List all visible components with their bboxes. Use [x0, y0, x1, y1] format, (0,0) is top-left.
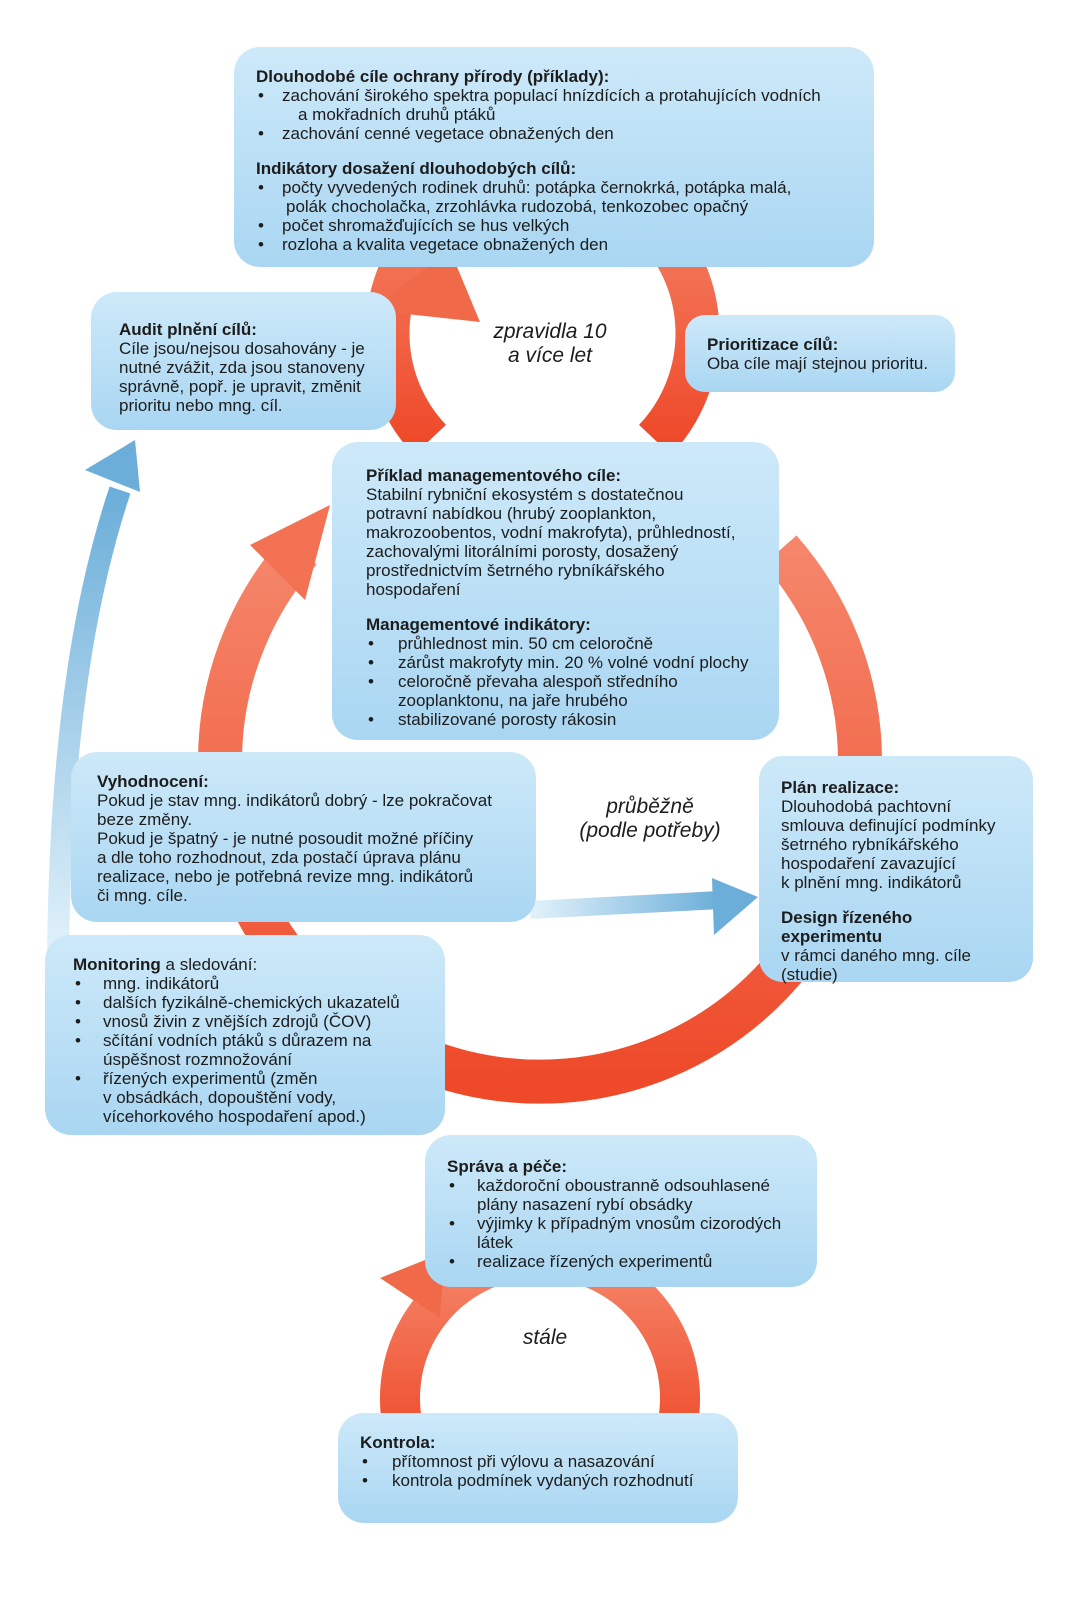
management-line: Stabilní rybniční ekosystém s dostatečno… — [366, 485, 684, 504]
list-item-text: v obsádkách, dopouštění vody, — [103, 1088, 337, 1107]
monitoring-heading: Monitoring a sledování: — [73, 955, 423, 974]
feedback-arrow-head — [85, 440, 140, 492]
middle-cycle-arrowhead — [250, 505, 330, 600]
long-term-goals-box: Dlouhodobé cíle ochrany přírody (příklad… — [234, 47, 874, 267]
evaluation-line: či mng. cíle. — [97, 886, 188, 905]
audit-line: prioritu nebo mng. cíl. — [119, 396, 283, 415]
long-term-goals-heading: Dlouhodobé cíle ochrany přírody (příklad… — [256, 67, 610, 86]
management-line: makrozoobentos, vodní makrofyta), průhle… — [366, 523, 736, 542]
list-item: zárůst makrofyty min. 20 % volné vodní p… — [366, 653, 757, 672]
list-item: přítomnost při výlovu a nasazování — [360, 1452, 716, 1471]
priority-box: Prioritizace cílů: Oba cíle mají stejnou… — [685, 315, 955, 392]
list-item-text: polák chocholačka, zrzohlávka rudozobá, … — [286, 197, 749, 216]
middle-cycle-label: průběžně (podle potřeby) — [555, 795, 745, 843]
list-item: dalších fyzikálně-chemických ukazatelů — [73, 993, 423, 1012]
list-item-text: látek — [477, 1233, 513, 1252]
list-item-text: výjimky k případným vnosům cizorodých — [477, 1214, 782, 1233]
priority-heading: Prioritizace cílů: — [707, 335, 839, 354]
list-item-text: sčítání vodních ptáků s důrazem na — [103, 1031, 372, 1050]
monitoring-box: Monitoring a sledování: mng. indikátorů … — [45, 935, 445, 1135]
evaluation-arrow-shaft — [529, 891, 721, 919]
monitoring-heading-bold: Monitoring — [73, 955, 161, 974]
plan-line: k plnění mng. indikátorů — [781, 873, 962, 892]
list-item-text: a mokřadních druhů ptáků — [298, 105, 496, 124]
management-indicators-heading: Managementové indikátory: — [366, 615, 591, 634]
management-line: prostřednictvím šetrného rybníkářského — [366, 561, 665, 580]
list-item-text: úspěšnost rozmnožování — [103, 1050, 292, 1069]
top-cycle-label: zpravidla 10 a více let — [455, 320, 645, 368]
list-item: kontrola podmínek vydaných rozhodnutí — [360, 1471, 716, 1490]
audit-box: Audit plnění cílů: Cíle jsou/nejsou dosa… — [91, 292, 396, 430]
monitoring-heading-rest: a sledování: — [160, 955, 258, 974]
top-cycle-label-line: zpravidla 10 — [493, 320, 607, 343]
list-item-text: řízených experimentů (změn — [103, 1069, 318, 1088]
evaluation-line: Pokud je stav mng. indikátorů dobrý - lz… — [97, 791, 492, 810]
control-heading: Kontrola: — [360, 1433, 436, 1452]
plan-heading: Plán realizace: — [781, 778, 900, 797]
list-item: zachování cenné vegetace obnažených den — [256, 124, 852, 143]
top-cycle-label-line: a více let — [507, 344, 593, 367]
management-line: hospodaření — [366, 580, 461, 599]
list-item-text: zachování širokého spektra populací hníz… — [282, 86, 821, 105]
bottom-cycle-label: stále — [522, 1326, 568, 1349]
plan-line: hospodaření zavazující — [781, 854, 956, 873]
management-goal-heading: Příklad managementového cíle: — [366, 466, 622, 485]
plan-line: v rámci daného mng. cíle — [781, 946, 971, 965]
list-item: mng. indikátorů — [73, 974, 423, 993]
indicators-heading: Indikátory dosažení dlouhodobých cílů: — [256, 159, 577, 178]
list-item: vnosů živin z vnějších zdrojů (ČOV) — [73, 1012, 423, 1031]
evaluation-box: Vyhodnocení: Pokud je stav mng. indikáto… — [71, 752, 536, 922]
management-goal-box: Příklad managementového cíle: Stabilní r… — [332, 442, 779, 740]
middle-cycle-label-line: průběžně — [606, 795, 694, 818]
feedback-arrow-shaft — [47, 486, 131, 961]
list-item: celoročně převaha alespoň středníhozoopl… — [366, 672, 757, 710]
list-item: výjimky k případným vnosům cizorodýchlát… — [447, 1214, 795, 1252]
evaluation-line: beze změny. — [97, 810, 193, 829]
list-item-text: vícehorkového hospodaření apod.) — [103, 1107, 366, 1126]
audit-heading: Audit plnění cílů: — [119, 320, 257, 339]
list-item-text: počty vyvedených rodinek druhů: potápka … — [282, 178, 792, 197]
management-line: potravní nabídkou (hrubý zooplankton, — [366, 504, 657, 523]
list-item: realizace řízených experimentů — [447, 1252, 795, 1271]
top-cycle-arrowhead — [370, 250, 480, 322]
list-item: počty vyvedených rodinek druhů: potápka … — [256, 178, 852, 216]
evaluation-line: Pokud je špatný - je nutné posoudit možn… — [97, 829, 474, 848]
list-item-text: každoroční oboustranně odsouhlasené — [477, 1176, 770, 1195]
evaluation-arrow-head — [712, 878, 758, 935]
list-item: stabilizované porosty rákosin — [366, 710, 757, 729]
priority-text: Oba cíle mají stejnou prioritu. — [707, 354, 929, 373]
list-item: počet shromažďujících se hus velkých — [256, 216, 852, 235]
list-item-text: zooplanktonu, na jaře hrubého — [398, 691, 628, 710]
list-item: každoroční oboustranně odsouhlasenéplány… — [447, 1176, 795, 1214]
care-box: Správa a péče: každoroční oboustranně od… — [425, 1135, 817, 1287]
audit-line: Cíle jsou/nejsou dosahovány - je — [119, 339, 365, 358]
list-item-text: plány nasazení rybí obsádky — [477, 1195, 693, 1214]
evaluation-line: realizace, nebo je potřebná revize mng. … — [97, 867, 474, 886]
plan-line: šetrného rybníkářského — [781, 835, 959, 854]
plan-line: smlouva definující podmínky — [781, 816, 996, 835]
list-item-text: celoročně převaha alespoň středního — [398, 672, 678, 691]
list-item: sčítání vodních ptáků s důrazem naúspěšn… — [73, 1031, 423, 1069]
experiment-design-heading: Design řízeného experimentu — [781, 908, 913, 946]
care-heading: Správa a péče: — [447, 1157, 568, 1176]
evaluation-line: a dle toho rozhodnout, zda postačí úprav… — [97, 848, 461, 867]
plan-box: Plán realizace: Dlouhodobá pachtovní sml… — [759, 756, 1033, 984]
plan-line: (studie) — [781, 965, 838, 984]
middle-cycle-label-line: (podle potřeby) — [579, 819, 721, 842]
list-item: zachování širokého spektra populací hníz… — [256, 86, 852, 124]
control-box: Kontrola: přítomnost při výlovu a nasazo… — [338, 1413, 738, 1523]
list-item: průhlednost min. 50 cm celoročně — [366, 634, 757, 653]
plan-line: Dlouhodobá pachtovní — [781, 797, 952, 816]
evaluation-heading: Vyhodnocení: — [97, 772, 209, 791]
audit-line: nutné zvážit, zda jsou stanoveny — [119, 358, 365, 377]
management-line: zachovalými litorálními porosty, dosažen… — [366, 542, 679, 561]
list-item: rozloha a kvalita vegetace obnažených de… — [256, 235, 852, 254]
audit-line: správně, popř. je upravit, změnit — [119, 377, 361, 396]
